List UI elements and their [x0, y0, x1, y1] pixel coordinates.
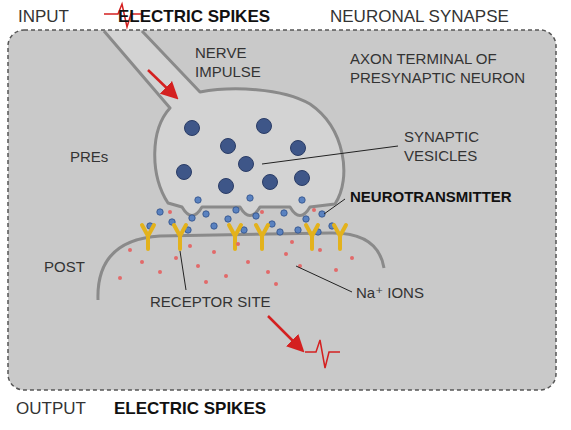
- sodium-ion: [318, 248, 322, 252]
- sodium-ion: [140, 260, 144, 264]
- spike-label: ELECTRIC SPIKES: [118, 6, 270, 27]
- input-label: INPUT: [18, 6, 69, 27]
- sodium-ion: [224, 274, 228, 278]
- output-label: OUTPUT: [16, 398, 86, 419]
- region-label: PREs: [70, 148, 108, 167]
- molecules: [118, 119, 354, 287]
- output-spike: [305, 340, 340, 368]
- part-label: SYNAPTIC VESICLES: [404, 128, 514, 166]
- receptor: [256, 225, 268, 249]
- output-arrow: [268, 316, 302, 350]
- background-panel: [8, 30, 556, 390]
- leader-line: [324, 199, 345, 214]
- sodium-ion: [260, 210, 264, 214]
- synaptic-vesicle: [185, 121, 200, 136]
- impulse-label: NERVE IMPULSE: [195, 44, 275, 82]
- sodium-ion: [212, 250, 216, 254]
- neurotransmitter-molecule: [269, 221, 275, 227]
- neurotransmitter-molecule: [203, 211, 209, 217]
- sodium-ion: [168, 210, 172, 214]
- receptor: [334, 225, 346, 249]
- synaptic-vesicle: [263, 175, 278, 190]
- synaptic-vesicle: [295, 171, 310, 186]
- synaptic-vesicle: [257, 119, 272, 134]
- neurotransmitter-molecule: [295, 227, 301, 233]
- sodium-ion: [128, 248, 132, 252]
- part-label: NEUROTRANSMITTER: [350, 188, 512, 207]
- sodium-ion: [196, 264, 200, 268]
- sodium-ion: [334, 268, 338, 272]
- sodium-ion: [174, 256, 178, 260]
- sodium-ion: [290, 240, 294, 244]
- receptor: [142, 225, 154, 249]
- sodium-ion: [284, 252, 288, 256]
- leader-line: [180, 251, 186, 290]
- synaptic-vesicle: [239, 157, 254, 172]
- impulse-arrow: [148, 70, 176, 97]
- part-label: AXON TERMINAL OF PRESYNAPTIC NEURON: [350, 50, 535, 88]
- neurotransmitter-molecule: [247, 195, 253, 201]
- neurotransmitter-molecule: [299, 197, 305, 203]
- leader-line: [262, 146, 398, 164]
- sodium-ion: [274, 282, 278, 286]
- part-label: Na⁺ IONS: [356, 284, 424, 303]
- neurotransmitter-molecule: [303, 216, 309, 222]
- sodium-ion: [246, 260, 250, 264]
- presynaptic-terminal: [104, 31, 344, 216]
- receptor: [229, 225, 241, 249]
- synaptic-vesicle: [219, 179, 234, 194]
- neurotransmitter-molecule: [189, 215, 195, 221]
- region-label: POST: [44, 258, 85, 277]
- sodium-ion: [312, 208, 316, 212]
- leader-line: [296, 266, 352, 292]
- receptor: [306, 225, 318, 249]
- synaptic-vesicle: [221, 139, 236, 154]
- neurotransmitter-molecule: [281, 210, 287, 216]
- neurotransmitter-molecule: [211, 223, 217, 229]
- receptor: [174, 225, 186, 249]
- diagram-title: NEURONAL SYNAPSE: [330, 6, 509, 27]
- neurotransmitter-molecule: [157, 209, 163, 215]
- neurotransmitter-molecule: [233, 207, 239, 213]
- sodium-ion: [350, 256, 354, 260]
- part-label: RECEPTOR SITE: [150, 293, 271, 312]
- sodium-ion: [158, 270, 162, 274]
- sodium-ion: [204, 280, 208, 284]
- sodium-ion: [266, 270, 270, 274]
- neurotransmitter-molecule: [253, 213, 259, 219]
- neurotransmitter-molecule: [195, 197, 201, 203]
- spike-label: ELECTRIC SPIKES: [114, 398, 266, 419]
- synaptic-vesicle: [291, 141, 306, 156]
- synaptic-vesicle: [177, 165, 192, 180]
- neurotransmitter-molecule: [225, 216, 231, 222]
- sodium-ion: [188, 244, 192, 248]
- sodium-ion: [118, 276, 122, 280]
- sodium-ion: [236, 242, 240, 246]
- neurotransmitter-molecule: [277, 229, 283, 235]
